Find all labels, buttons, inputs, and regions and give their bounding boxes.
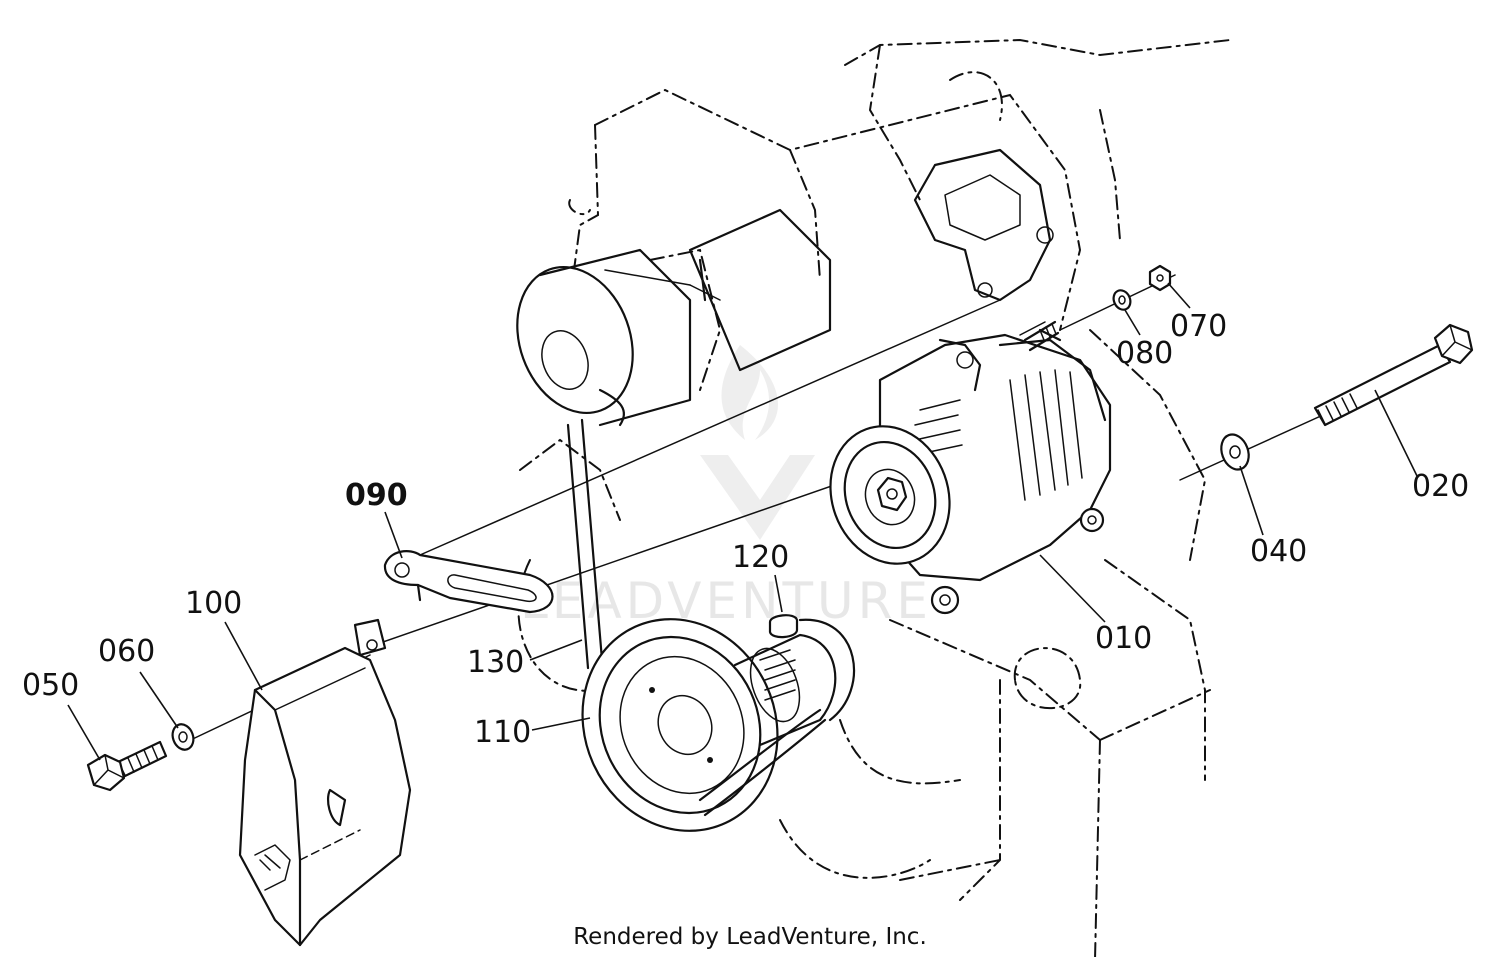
washer-040 [1220,433,1250,471]
callout-060: 060 [98,634,155,669]
bolt-020 [1313,323,1474,427]
upper-mount-bracket [913,148,1054,302]
nut-070 [1148,264,1172,292]
callout-010: 010 [1095,621,1152,656]
alternator [829,321,1112,615]
alternator-stud [1023,320,1060,352]
callout-130: 130 [467,645,524,680]
callout-labels: 010 020 040 050 060 070 080 090 100 110 … [22,309,1469,750]
callout-050: 050 [22,668,79,703]
adjusting-bracket-090 [383,550,554,614]
callout-070: 070 [1170,309,1227,344]
woodruff-key [768,614,799,639]
crank-pulley [581,618,855,832]
washer-060 [171,723,195,751]
leader-lines [67,282,1419,761]
bolt-050 [86,740,168,792]
callout-100: 100 [185,586,242,621]
starter-motor [516,208,832,427]
belt-cover-100 [238,618,412,947]
callout-090: 090 [345,478,408,513]
engine-block-outline [517,38,1231,957]
callout-040: 040 [1250,534,1307,569]
washer-080 [1112,289,1132,311]
credit-line: Rendered by LeadVenture, Inc. [573,924,927,950]
callout-080: 080 [1116,336,1173,371]
watermark-text: LEADVENTURE [520,572,932,630]
leadventure-logo-icon [700,345,815,540]
callout-110: 110 [474,715,531,750]
drive-belt [566,388,625,670]
callout-020: 020 [1412,469,1469,504]
callout-120: 120 [732,540,789,575]
